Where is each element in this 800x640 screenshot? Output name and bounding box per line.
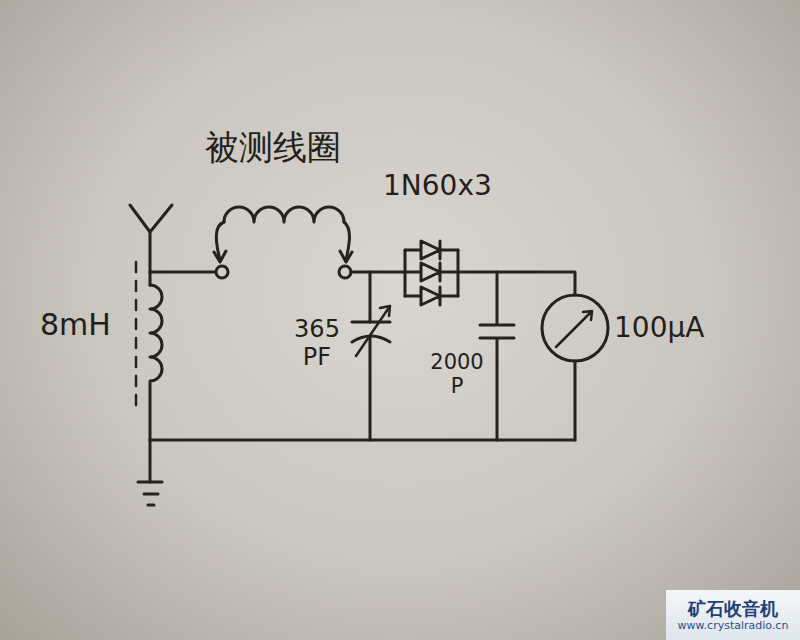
wire	[369, 336, 372, 440]
watermark-title: 矿石收音机	[688, 598, 778, 620]
inductance-label: 8mH	[40, 308, 111, 343]
wire	[150, 439, 575, 442]
capacitance-label: 365 PF	[288, 316, 346, 371]
wire	[369, 272, 372, 322]
arrowhead	[380, 306, 390, 316]
coil-label: 被测线圈	[205, 128, 341, 167]
diode-symbol	[405, 241, 458, 305]
arrowhead	[214, 251, 226, 262]
terminal	[216, 266, 228, 278]
meter-symbol	[542, 295, 608, 361]
diode-label: 1N60x3	[383, 170, 492, 202]
capacitor-plate	[352, 321, 390, 324]
meter-label: 100μA	[614, 312, 704, 344]
wire	[574, 361, 577, 440]
wire	[458, 272, 575, 295]
ground-symbol	[138, 482, 162, 505]
terminal	[339, 266, 351, 278]
arrowhead	[340, 251, 352, 262]
variable-arrow	[356, 306, 390, 356]
wire	[351, 271, 405, 274]
ferrite-core	[135, 262, 138, 410]
capacitor-symbol	[480, 272, 514, 440]
wire	[405, 250, 458, 296]
watermark-url: www.crystalradio.cn	[678, 619, 789, 632]
wire	[149, 232, 152, 285]
test-coil	[224, 207, 344, 222]
inductor-symbol	[150, 285, 162, 482]
capacitance-label: 2000 P	[426, 350, 488, 398]
meter-needle	[556, 311, 592, 347]
wire	[150, 271, 216, 274]
watermark-box: 矿石收音机www.crystalradio.cn	[666, 590, 800, 640]
antenna-symbol	[130, 205, 172, 232]
leader	[344, 222, 350, 260]
